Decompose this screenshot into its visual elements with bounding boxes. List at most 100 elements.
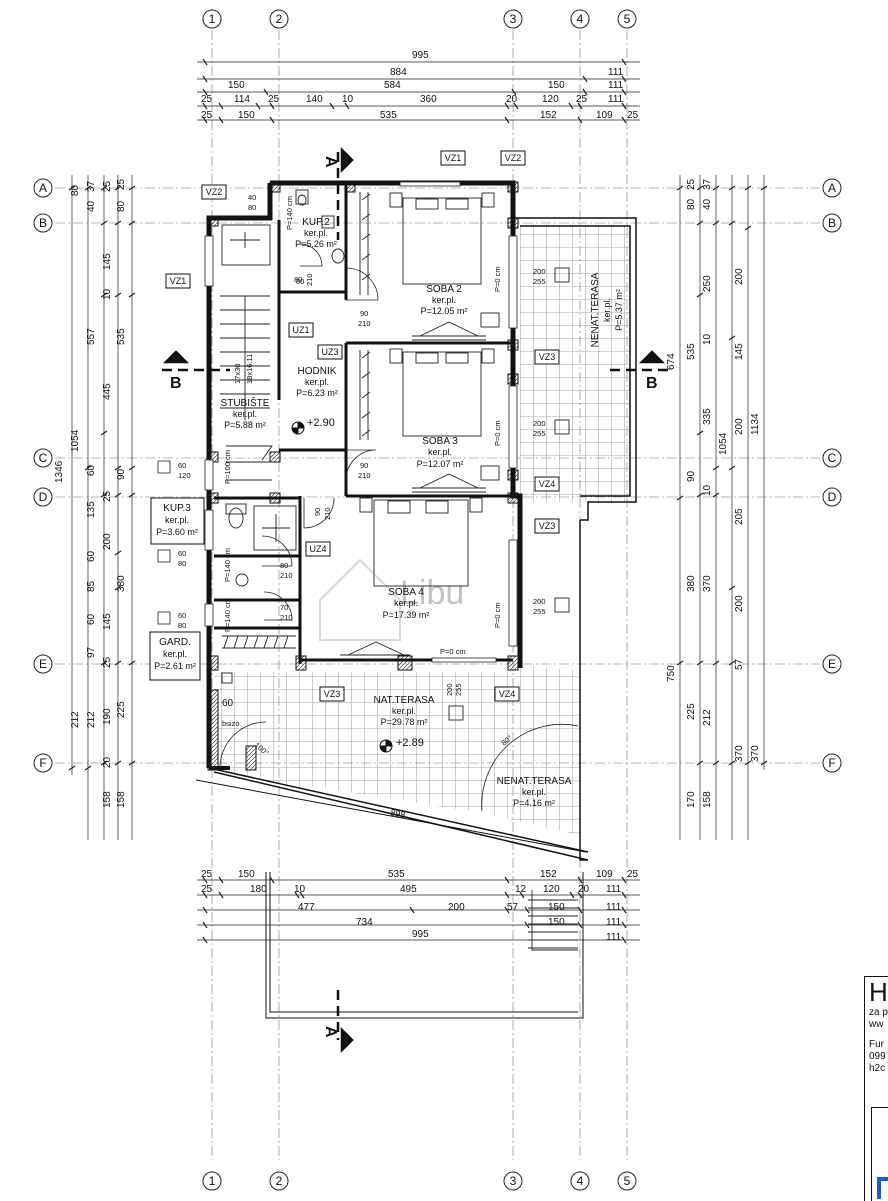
dim-bot-12: 12 bbox=[515, 884, 527, 895]
svg-text:P=12.05 m²: P=12.05 m² bbox=[421, 306, 468, 316]
title-block: H za p ww Fur 099 h2c bbox=[864, 976, 888, 1201]
dim-right-1134: 1134 bbox=[750, 413, 761, 435]
dim-left-60b: 60 bbox=[86, 550, 97, 562]
dim-top-150a: 150 bbox=[228, 80, 245, 91]
dim-right-37: 37 bbox=[702, 178, 713, 190]
tag-vz3-a: VZ3 bbox=[539, 352, 556, 362]
dim-bot-111d: 111 bbox=[606, 932, 622, 943]
dim-left-158a: 158 bbox=[102, 791, 113, 808]
svg-text:210: 210 bbox=[358, 471, 371, 480]
dim-right-205: 205 bbox=[734, 508, 745, 525]
dim-bot-25b: 25 bbox=[627, 869, 639, 880]
dim-top-111a: 111 bbox=[608, 67, 624, 78]
room-kup-3-area: P=3.60 m² bbox=[156, 527, 198, 537]
dim-bot-111b: 111 bbox=[606, 902, 622, 913]
axis-a-right: A bbox=[828, 181, 836, 195]
dim-right-10: 10 bbox=[702, 333, 713, 345]
axis-c-right: C bbox=[828, 451, 837, 465]
dim-right-170: 170 bbox=[686, 791, 697, 808]
dim-left-535: 535 bbox=[116, 328, 127, 345]
level-2-89: +2.89 bbox=[396, 737, 424, 749]
dim-top-584: 584 bbox=[384, 80, 401, 91]
dim-right-1054: 1054 bbox=[718, 432, 729, 455]
dim-bot-10: 10 bbox=[294, 884, 306, 895]
dim-right-250: 250 bbox=[702, 275, 713, 292]
axis-e-right: E bbox=[828, 657, 836, 671]
dim-bot-25c: 25 bbox=[201, 884, 213, 895]
dim-left-25a: 25 bbox=[102, 180, 113, 192]
svg-text:70: 70 bbox=[280, 603, 288, 612]
axis-2-top: 2 bbox=[276, 12, 283, 26]
svg-text:SOBA 4: SOBA 4 bbox=[388, 587, 424, 598]
dim-top-25d: 25 bbox=[201, 110, 213, 121]
svg-text:210: 210 bbox=[280, 571, 293, 580]
svg-text:90: 90 bbox=[360, 309, 368, 318]
svg-text:P=100 cm: P=100 cm bbox=[223, 450, 232, 484]
dim-right-535: 535 bbox=[686, 343, 697, 360]
svg-text:80: 80 bbox=[294, 275, 302, 284]
dim-top-114: 114 bbox=[234, 94, 250, 105]
svg-text:255: 255 bbox=[533, 607, 546, 616]
svg-text:P=4.16 m²: P=4.16 m² bbox=[513, 798, 555, 808]
room-kup-3-name: KUP.3 bbox=[163, 503, 191, 514]
dim-left-20: 20 bbox=[102, 756, 113, 768]
axis-3-bottom: 3 bbox=[510, 1174, 517, 1188]
svg-text:P=5.88 m²: P=5.88 m² bbox=[224, 420, 266, 430]
level-markers: +2.90 +2.89 bbox=[291, 417, 424, 753]
tag-vz4-a: VZ4 bbox=[539, 479, 556, 489]
small-annotations: 90 210 90 210 90 210 80 210 80 210 70 21… bbox=[157, 193, 546, 820]
dim-left-158b: 158 bbox=[116, 791, 127, 808]
svg-text:P=140 cm: P=140 cm bbox=[285, 196, 294, 230]
dim-left-80: 80 bbox=[70, 184, 81, 196]
dim-right-158: 158 bbox=[702, 791, 713, 808]
dimension-chains-top: 995 884 111 150 584 150 111 25 114 25 14… bbox=[197, 50, 640, 124]
dim-right-80: 80 bbox=[686, 198, 697, 210]
title-block-line-5: h2c bbox=[869, 1063, 886, 1074]
room-gard-name: GARD. bbox=[159, 637, 191, 648]
svg-text:210: 210 bbox=[280, 613, 293, 622]
boxed-room-labels: KUP.3 ker.pl. P=3.60 m² GARD. ker.pl. P=… bbox=[149, 497, 205, 681]
svg-text:210: 210 bbox=[323, 507, 332, 520]
svg-text:P=6.23 m²: P=6.23 m² bbox=[296, 388, 338, 398]
dim-bot-109: 109 bbox=[596, 869, 613, 880]
dim-bot-200: 200 bbox=[448, 902, 465, 913]
svg-text:80: 80 bbox=[280, 561, 288, 570]
svg-text:bsizo: bsizo bbox=[222, 719, 240, 728]
dim-left-25c: 25 bbox=[102, 490, 113, 502]
svg-text:P=29.78 m²: P=29.78 m² bbox=[381, 717, 428, 727]
dim-right-225: 225 bbox=[686, 703, 697, 720]
tag-vz3-b: VZ3 bbox=[539, 521, 556, 531]
svg-text:200: 200 bbox=[445, 683, 454, 696]
dim-bot-150b: 150 bbox=[548, 902, 565, 913]
dim-top-10: 10 bbox=[342, 94, 354, 105]
svg-text:ker.pl.: ker.pl. bbox=[602, 298, 612, 322]
dim-bot-152: 152 bbox=[540, 869, 557, 880]
svg-text:80: 80 bbox=[296, 277, 304, 286]
section-labels: A A B B bbox=[170, 156, 658, 1038]
svg-text:ker.pl.: ker.pl. bbox=[233, 409, 257, 419]
logo-fragment-icon bbox=[877, 1177, 888, 1199]
svg-text:60: 60 bbox=[222, 698, 234, 709]
section-b-right: B bbox=[646, 375, 658, 392]
dim-bot-180: 180 bbox=[250, 884, 267, 895]
svg-text:KUP.2: KUP.2 bbox=[302, 217, 330, 228]
title-block-letter: H bbox=[869, 977, 888, 1007]
section-cuts bbox=[162, 146, 670, 1054]
title-block-line-2: ww bbox=[869, 1019, 884, 1030]
dim-top-995: 995 bbox=[412, 50, 429, 61]
title-block-inner-frame bbox=[871, 1107, 888, 1201]
tag-vz1-top: VZ1 bbox=[445, 153, 462, 163]
section-a-bottom: A bbox=[322, 1026, 339, 1038]
dim-top-25e: 25 bbox=[627, 110, 639, 121]
svg-text:80: 80 bbox=[178, 559, 186, 568]
tag-uz4: UZ4 bbox=[309, 544, 326, 554]
opening-tags: VZ1 VZ2 VZ2 VZ1 UZ1 UZ3 VZ3 VZ4 VZ3 UZ4 … bbox=[165, 150, 560, 702]
watermark: Libu bbox=[319, 558, 464, 641]
dim-top-25b: 25 bbox=[268, 94, 280, 105]
dim-left-60c: 60 bbox=[86, 613, 97, 625]
dim-left-90: 90 bbox=[116, 468, 127, 480]
dim-right-57: 57 bbox=[734, 658, 745, 670]
dim-bot-111a: 111 bbox=[606, 884, 622, 895]
